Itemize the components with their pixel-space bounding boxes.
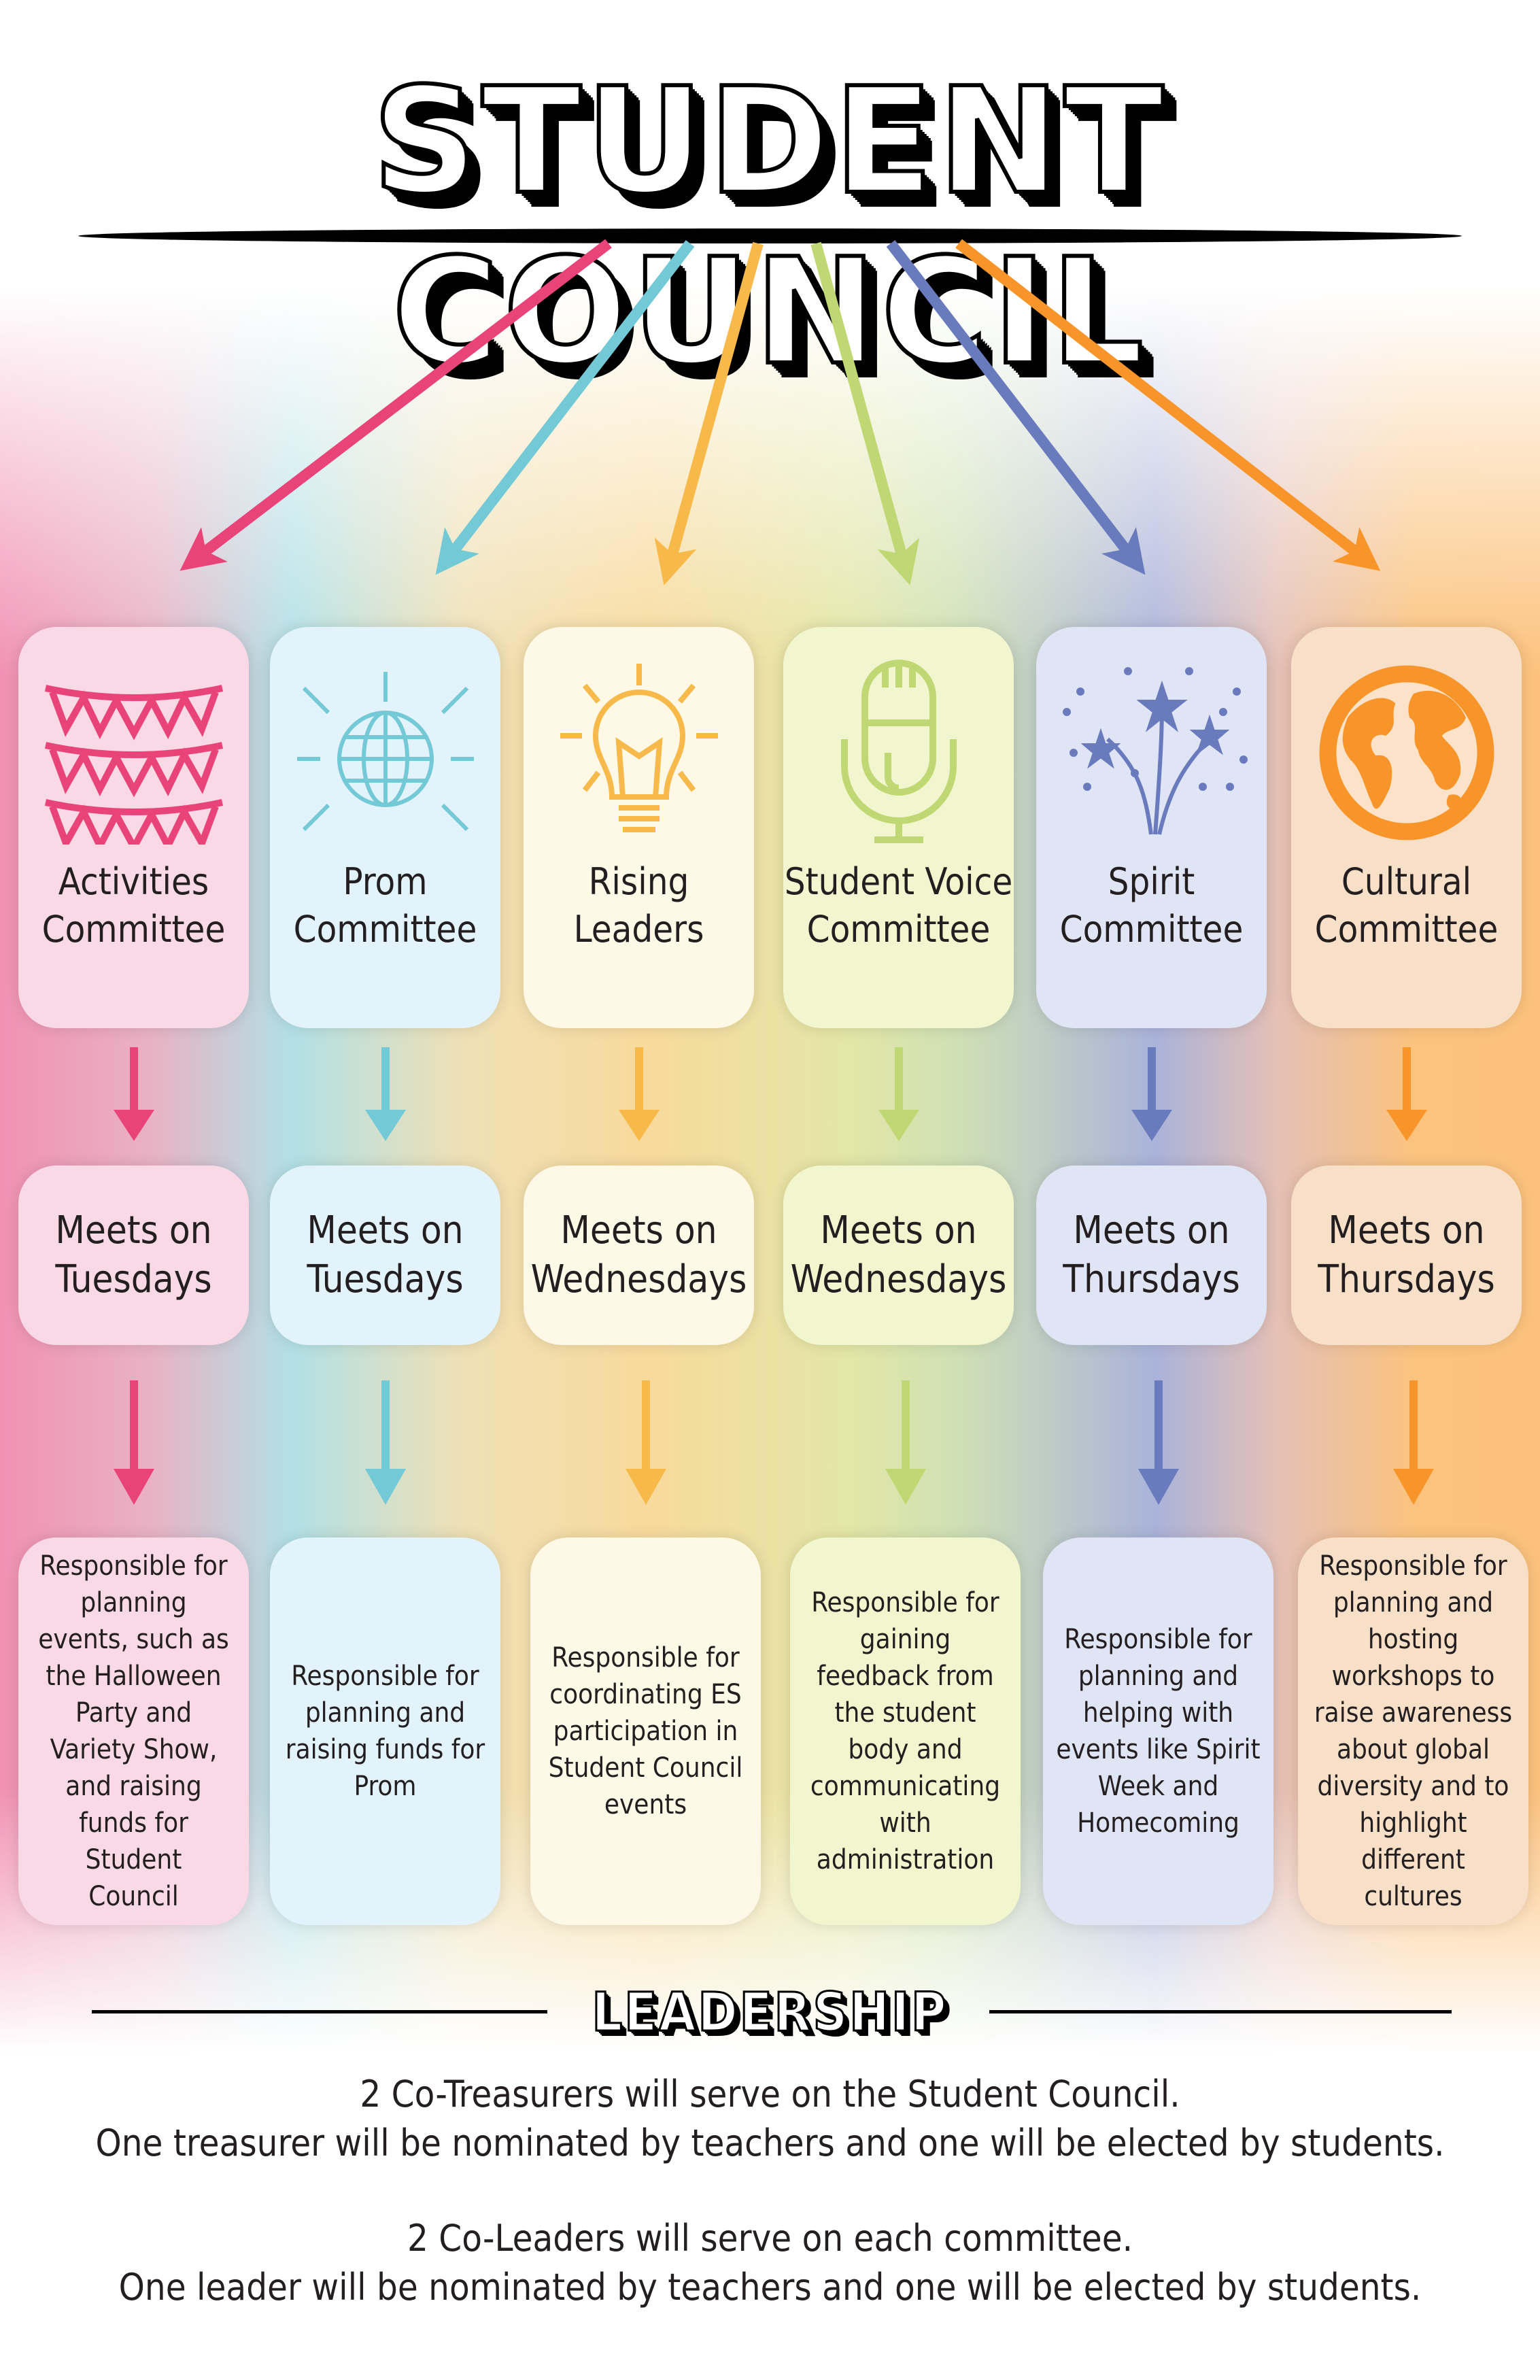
arrow-down-icon [626, 1380, 666, 1505]
arrow-down-icon [114, 1380, 154, 1505]
description-card: Responsible for planning and hosting wor… [1298, 1537, 1528, 1925]
arrow-down-icon [1386, 1047, 1427, 1141]
arrow-down-icon [1138, 1380, 1179, 1505]
committee-card: Activities Committee [18, 627, 249, 1028]
disco-ball-icon [284, 654, 487, 851]
title-underline [78, 228, 1462, 243]
arrow-down-icon [365, 1380, 406, 1505]
leadership-line: 2 Co-Leaders will serve on each committe… [407, 2217, 1133, 2260]
bunting-icon [32, 654, 236, 851]
arrow-down-icon [885, 1380, 926, 1505]
divider-left [92, 2010, 547, 2013]
committee-name: Spirit Committee [1059, 860, 1244, 951]
committee-name: Prom Committee [293, 860, 477, 951]
description-card: Responsible for gaining feedback from th… [790, 1537, 1021, 1925]
leadership-line: One treasurer will be nominated by teach… [95, 2122, 1445, 2164]
arrow-voice [810, 241, 920, 585]
description-card: Responsible for coordinating ES particip… [530, 1537, 761, 1925]
meeting-day-card: Meets on Thursdays [1036, 1166, 1267, 1345]
committee-card: Student Voice Committee [783, 627, 1014, 1028]
globe-icon [1305, 654, 1509, 851]
arrow-prom [435, 240, 695, 575]
committee-card: Prom Committee [270, 627, 500, 1028]
arrow-down-icon [114, 1047, 154, 1141]
meeting-day-card: Meets on Tuesdays [18, 1166, 249, 1345]
microphone-icon [797, 654, 1001, 851]
arrow-rising [654, 241, 764, 585]
leadership-line: 2 Co-Treasurers will serve on the Studen… [360, 2073, 1180, 2115]
committee-name: Rising Leaders [573, 860, 704, 951]
arrow-activities [179, 239, 612, 571]
lightbulb-icon [537, 654, 741, 851]
meeting-day-card: Meets on Wednesdays [783, 1166, 1014, 1345]
arrow-cultural [955, 239, 1381, 571]
rainbow-background [0, 286, 1540, 2054]
arrow-down-icon [1393, 1380, 1434, 1505]
arrow-down-icon [619, 1047, 660, 1141]
arrow-spirit [886, 240, 1146, 575]
leadership-heading: LEADERSHIP [591, 1982, 948, 2045]
committee-card: Cultural Committee [1291, 627, 1522, 1028]
meeting-day-card: Meets on Wednesdays [524, 1166, 754, 1345]
committee-name: Activities Committee [41, 860, 226, 951]
description-card: Responsible for planning and helping wit… [1043, 1537, 1273, 1925]
fireworks-icon [1050, 654, 1254, 851]
committee-card: Rising Leaders [524, 627, 754, 1028]
committee-card: Spirit Committee [1036, 627, 1267, 1028]
meeting-day-card: Meets on Tuesdays [270, 1166, 500, 1345]
committee-name: Student Voice Committee [784, 860, 1013, 951]
meeting-day-card: Meets on Thursdays [1291, 1166, 1522, 1345]
arrow-down-icon [878, 1047, 919, 1141]
description-card: Responsible for planning and raising fun… [270, 1537, 500, 1925]
leadership-line: One leader will be nominated by teachers… [118, 2266, 1422, 2309]
arrow-down-icon [1131, 1047, 1172, 1141]
arrow-down-icon [365, 1047, 406, 1141]
committee-name: Cultural Committee [1314, 860, 1499, 951]
description-card: Responsible for planning events, such as… [18, 1537, 249, 1925]
branch-arrows [179, 239, 1381, 585]
divider-right [989, 2010, 1452, 2013]
